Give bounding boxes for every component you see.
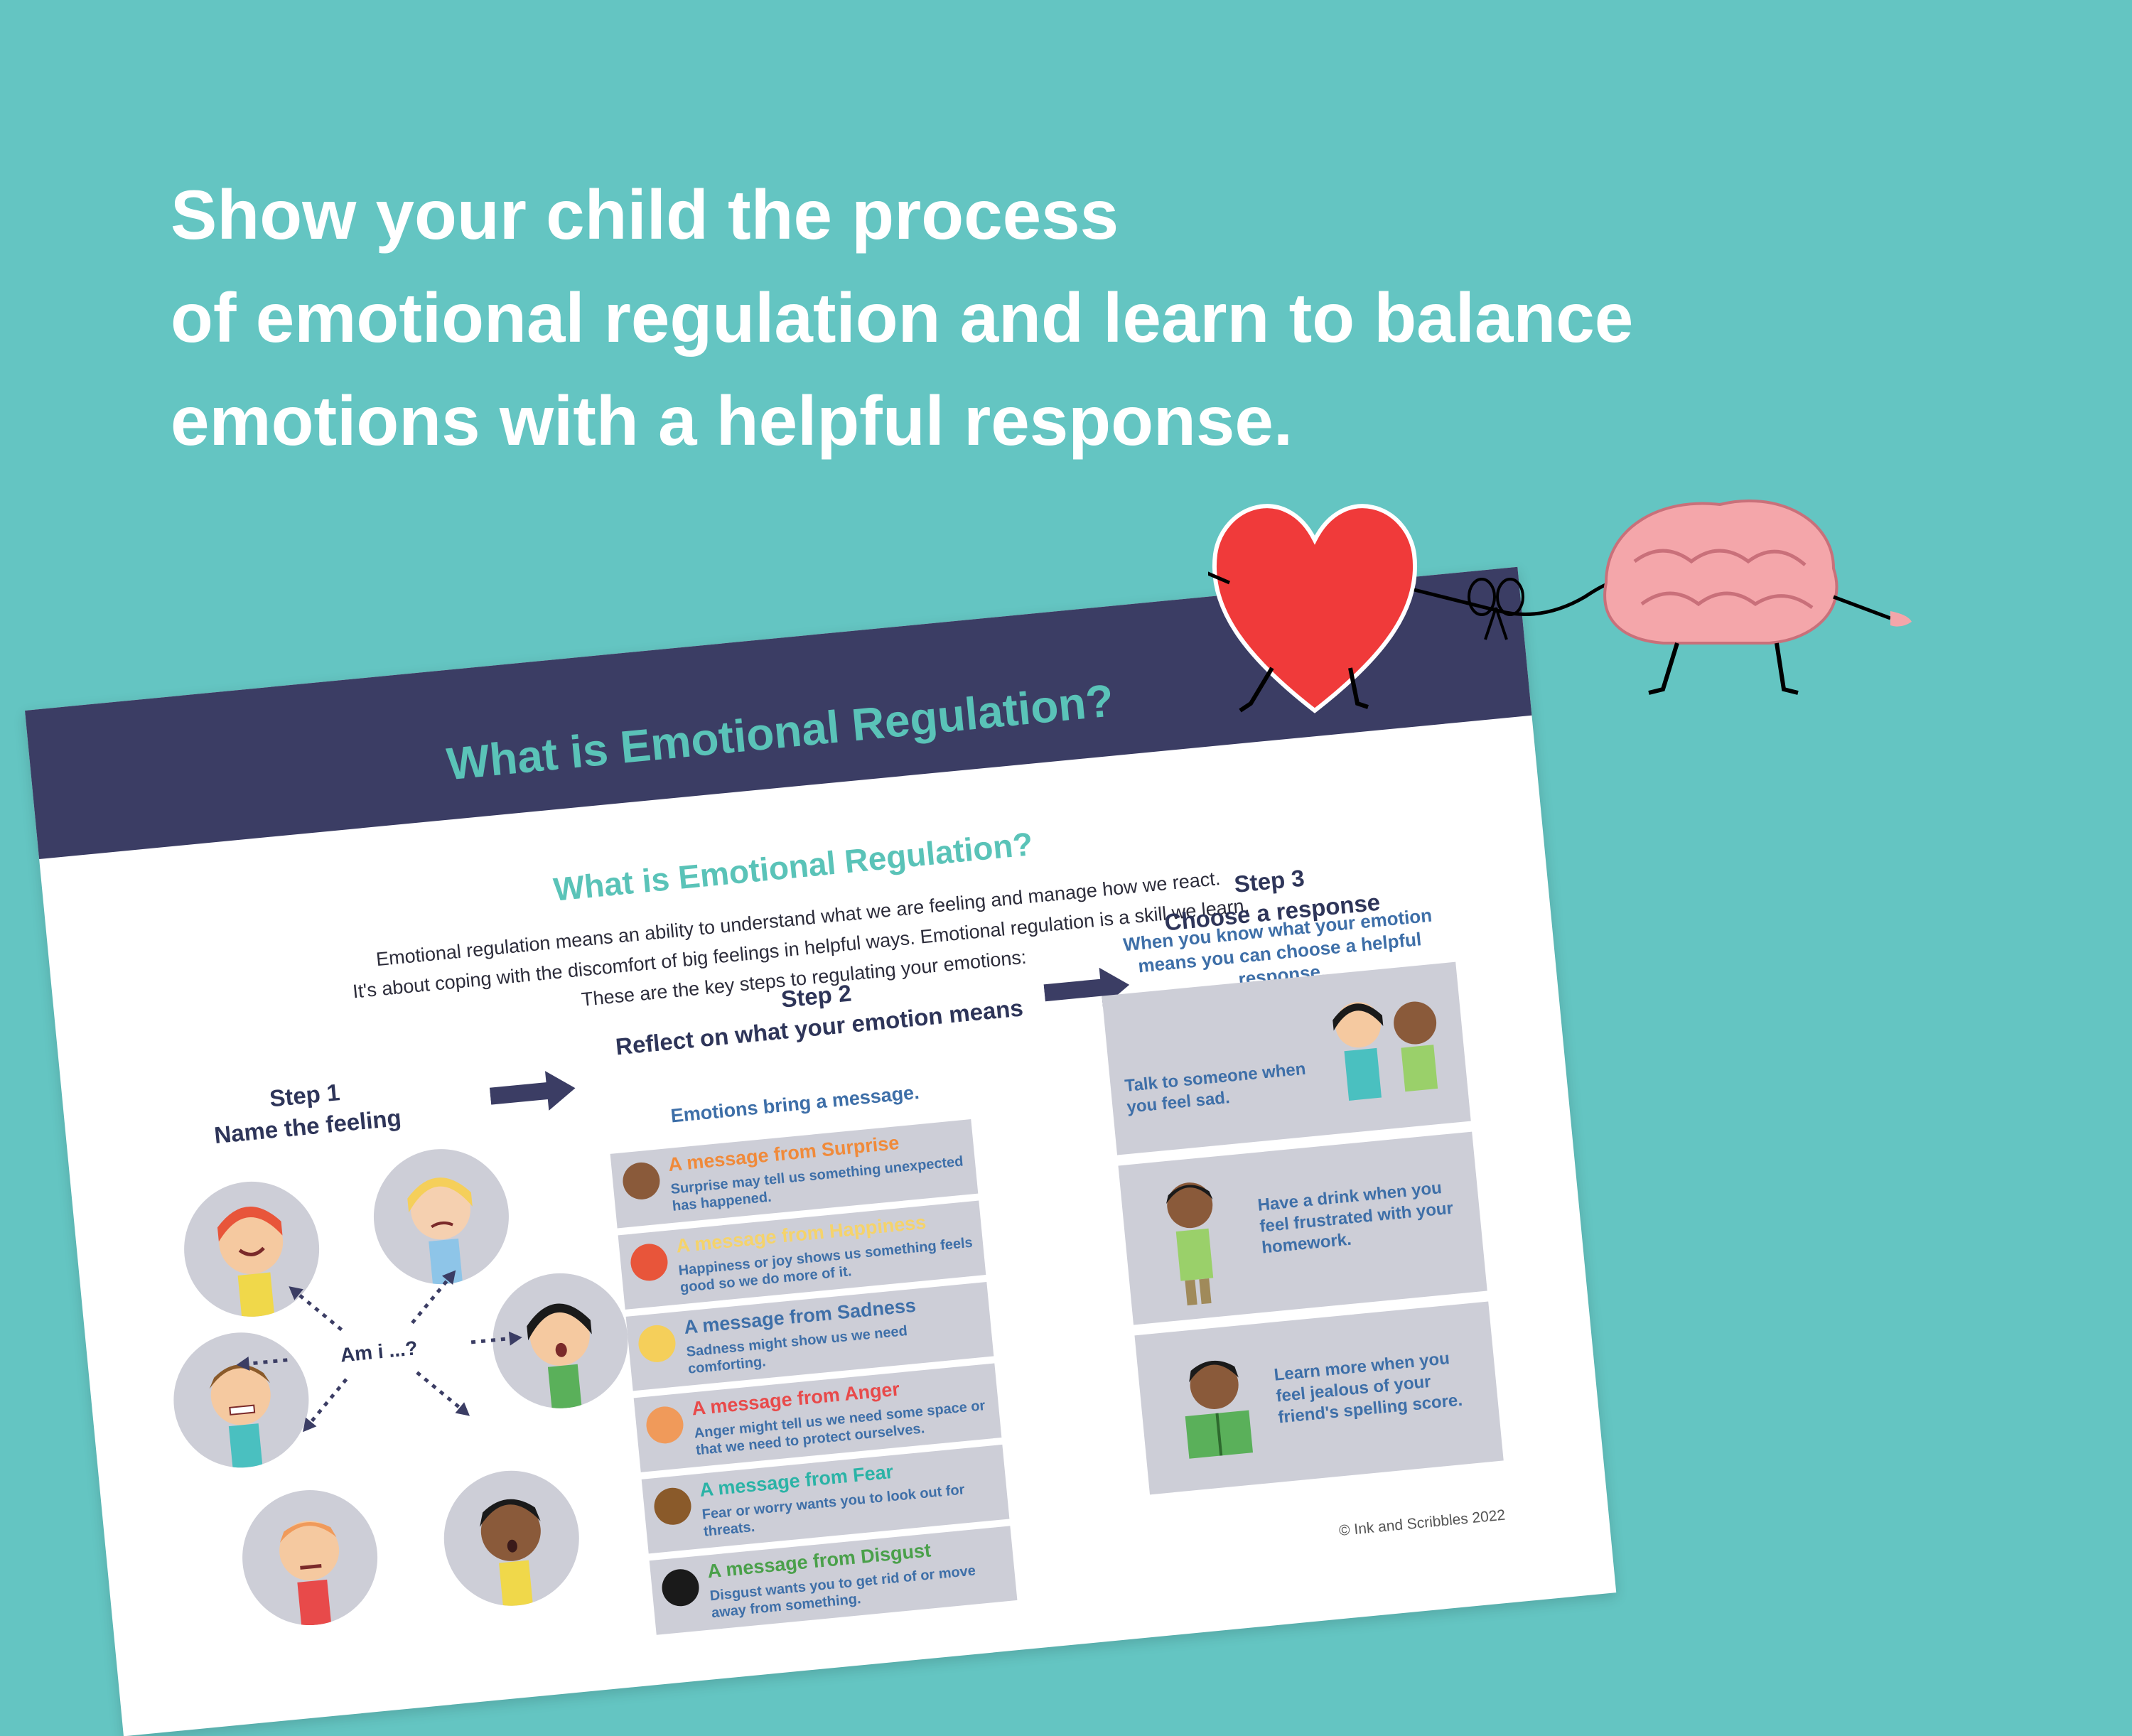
headline-line-3: emotions with a helpful response. <box>171 382 1293 460</box>
face-circle <box>167 1326 316 1474</box>
disgusted-boy-icon <box>279 1521 340 1627</box>
talking-kids-icon <box>1332 1001 1438 1101</box>
response-card: Have a drink when you feel frustrated wi… <box>1118 1131 1487 1325</box>
worksheet-preview: What is Emotional Regulation? What is Em… <box>25 566 1617 1736</box>
step1-heading: Step 1 Name the feeling <box>169 1067 444 1155</box>
happy-girl-icon <box>217 1206 284 1318</box>
response-text: Talk to someone when you feel sad. <box>1124 1059 1307 1117</box>
sadness-face-icon <box>637 1323 677 1364</box>
dotted-arrows <box>236 1270 522 1433</box>
arrow-right-icon <box>489 1071 576 1111</box>
drinking-kid-icon <box>1165 1182 1214 1306</box>
happiness-face-icon <box>629 1242 669 1283</box>
anger-face-icon <box>645 1404 685 1445</box>
heart-brain-illustration <box>1208 499 1912 713</box>
fear-face-icon <box>652 1486 693 1527</box>
face-circle <box>178 1175 325 1323</box>
headline-line-1: Show your child the process <box>171 176 1119 254</box>
surprise-face-icon <box>621 1160 662 1202</box>
brain-character-icon <box>1603 499 1912 695</box>
reading-kid-icon <box>1185 1360 1254 1459</box>
face-circle <box>438 1465 586 1612</box>
response-card: Talk to someone when you feel sad. <box>1102 961 1471 1155</box>
bow-icon <box>1468 578 1524 640</box>
surprised-boy-icon <box>480 1499 541 1607</box>
response-card: Learn more when you feel jealous of your… <box>1134 1301 1504 1495</box>
headline-line-2: of emotional regulation and learn to bal… <box>171 279 1634 357</box>
scared-girl-icon <box>527 1303 592 1410</box>
step2-subtitle: Emotions bring a message. <box>669 1081 920 1127</box>
disgust-face-icon <box>660 1567 701 1608</box>
headline: Show your child the process of emotional… <box>171 163 1947 473</box>
angry-boy-icon <box>209 1364 271 1469</box>
heart-character-icon <box>1208 504 1418 713</box>
copyright: © Ink and Scribbles 2022 <box>1338 1506 1507 1540</box>
face-circle <box>486 1267 635 1415</box>
face-circle <box>236 1484 384 1632</box>
response-text: Learn more when you feel jealous of your… <box>1273 1349 1464 1428</box>
tied-string <box>1414 581 1614 616</box>
response-text: Have a drink when you feel frustrated wi… <box>1256 1178 1455 1258</box>
